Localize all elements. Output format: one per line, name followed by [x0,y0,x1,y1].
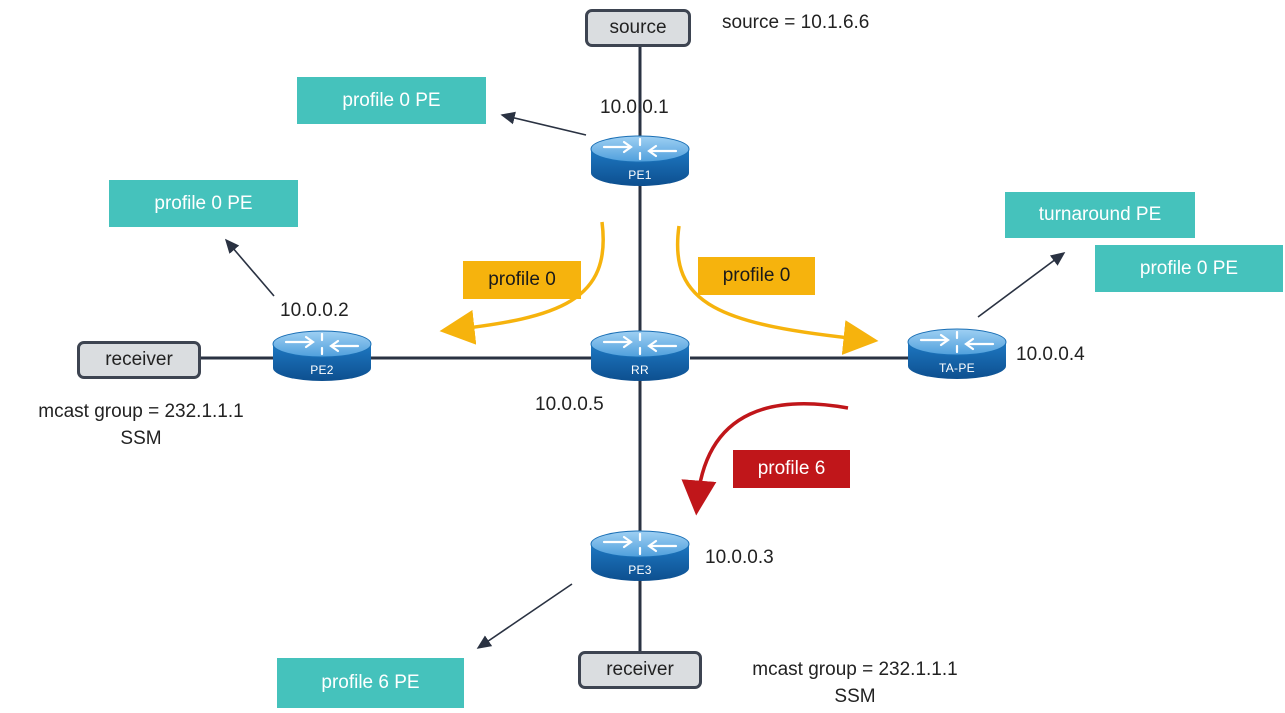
flow-arrow-left [439,221,605,345]
bottom-mcast-mode: SSM [834,686,876,707]
left-mcast-group: mcast group = 232.1.1.1 [38,401,244,422]
router-pe1-ip: 10.0.0.1 [600,97,669,118]
bottom-mcast-group: mcast group = 232.1.1.1 [752,659,958,680]
router-pe3-label: PE3 [628,563,652,577]
source-node: source [585,9,691,47]
router-tape-ip: 10.0.0.4 [1016,344,1085,365]
pointer-tape-profile [977,252,1066,318]
pointer-arrows [224,111,1066,649]
router-rr-ip: 10.0.0.5 [535,394,604,415]
pointer-pe1-profile [500,111,587,136]
pointer-pe3-profile [476,583,573,649]
router-pe2-label: PE2 [310,363,334,377]
tape-profile-label: profile 0 PE [1095,245,1283,292]
flow-arrow-right [675,225,879,355]
router-rr-label: RR [631,363,649,377]
pe2-profile-label: profile 0 PE [109,180,298,227]
receiver-bottom-node: receiver [578,651,702,689]
router-pe2-ip: 10.0.0.2 [280,300,349,321]
router-pe3-ip: 10.0.0.3 [705,547,774,568]
flow-tag-right: profile 0 [698,257,815,295]
pointer-pe2-profile [224,238,275,297]
flow-arrow-down [681,402,849,516]
pe1-profile-label: profile 0 PE [297,77,486,124]
flow-tag-left: profile 0 [463,261,581,299]
router-tape-label: TA-PE [939,361,975,375]
pe3-profile-label: profile 6 PE [277,658,464,708]
flow-tag-down: profile 6 [733,450,850,488]
tape-turnaround-label: turnaround PE [1005,192,1195,238]
source-address: source = 10.1.6.6 [722,12,870,33]
links [200,46,910,652]
receiver-left-node: receiver [77,341,201,379]
router-pe1-label: PE1 [628,168,652,182]
left-mcast-mode: SSM [120,428,162,449]
